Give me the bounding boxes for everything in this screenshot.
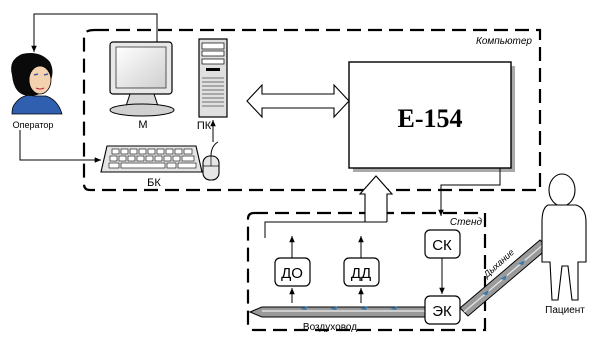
stand-label-bg bbox=[446, 215, 482, 228]
monitor-to-operator-line bbox=[31, 13, 158, 52]
e154-block: E-154 bbox=[348, 61, 515, 172]
do-block: ДО bbox=[274, 257, 311, 287]
patient-icon: Пациент bbox=[541, 173, 587, 316]
pc-tower-icon: ПК bbox=[197, 38, 228, 132]
do-label: ДО bbox=[281, 265, 303, 282]
sk-block: СК bbox=[424, 229, 461, 259]
e154-to-sk-line bbox=[438, 168, 501, 216]
patient-label: Пациент bbox=[545, 305, 585, 316]
sk-label: СК bbox=[432, 237, 452, 254]
breathing-tube: Дыхание bbox=[459, 239, 549, 317]
computer-label-bg bbox=[456, 33, 536, 47]
computer-group-border bbox=[82, 28, 542, 192]
monitor-label: М bbox=[138, 119, 147, 131]
ek-block: ЭК bbox=[424, 295, 461, 325]
computer-group: Компьютер bbox=[82, 28, 542, 192]
pc-label: ПК bbox=[197, 120, 212, 132]
stand-group-label: Стенд bbox=[450, 217, 483, 228]
stand-group-border bbox=[246, 211, 487, 332]
sensors-to-e154-arrow bbox=[358, 175, 394, 222]
mouse-icon bbox=[202, 141, 220, 181]
operator-icon: Оператор bbox=[11, 53, 63, 130]
keyboard-label: БК bbox=[147, 177, 161, 189]
dd-block: ДД bbox=[343, 257, 380, 287]
pc-e154-link-arrow bbox=[246, 83, 350, 119]
ek-label: ЭК bbox=[432, 303, 452, 320]
monitor-icon: М bbox=[109, 41, 175, 131]
computer-group-label: Компьютер bbox=[476, 36, 532, 47]
keyboard-icon: БК bbox=[100, 145, 203, 189]
sensor-bus-line bbox=[264, 221, 387, 238]
stand-group: Стенд bbox=[246, 211, 487, 332]
airway-label: Воздуховод bbox=[303, 322, 357, 333]
e154-label: E-154 bbox=[398, 104, 463, 133]
dd-label: ДД bbox=[351, 265, 371, 282]
operator-to-keyboard-line bbox=[19, 130, 101, 163]
operator-label: Оператор bbox=[13, 120, 54, 130]
